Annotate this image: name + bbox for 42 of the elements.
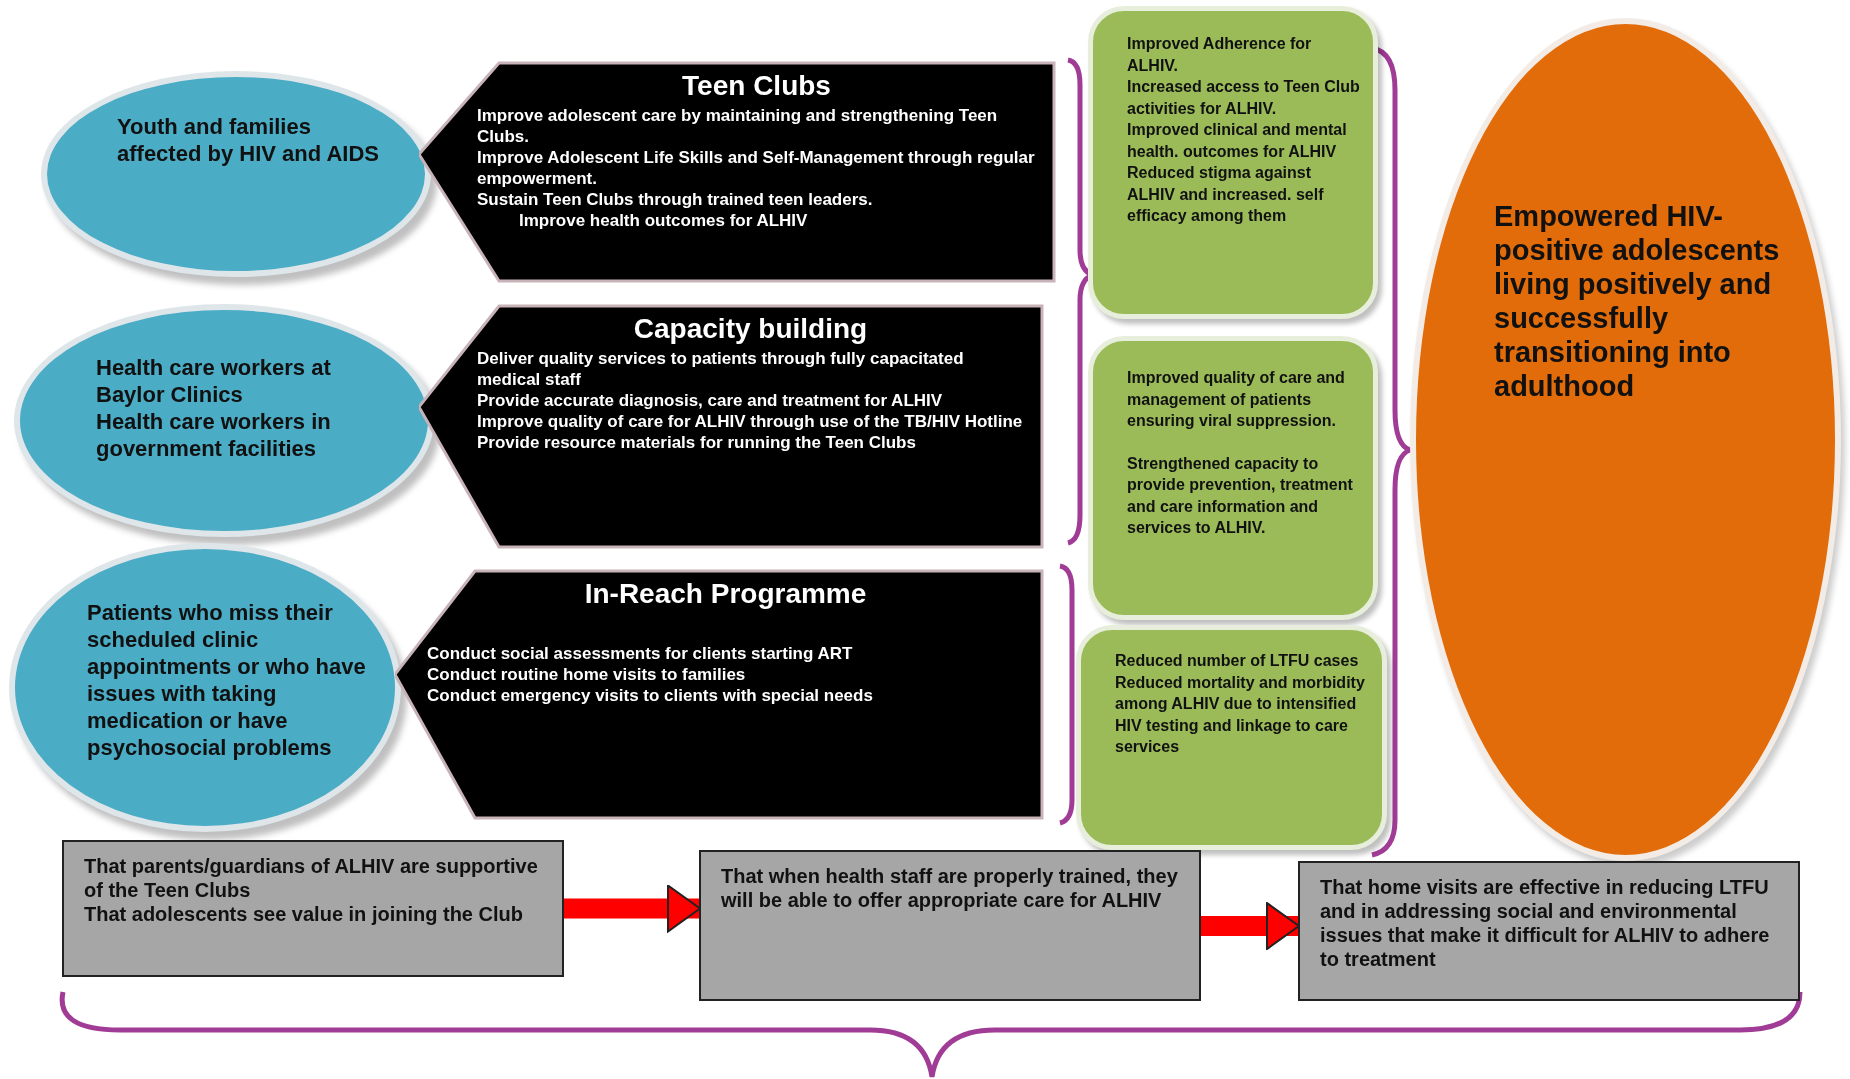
ellipse-text: Patients who miss their scheduled clinic appointments or who have issues with taking medication or have psychosocial problems (87, 599, 367, 761)
activity-arrow-box (395, 569, 1044, 820)
outcome-box (1088, 336, 1378, 620)
activity-title: In-Reach Programme (584, 577, 867, 611)
activity-text: Improve quality of care for ALHIV through use of the TB/HIV Hotline (477, 411, 1024, 432)
outcome-text: Improved clinical and mental health. outcomes for ALHIV (1127, 120, 1348, 162)
activity-text: Improve adolescent care by maintaining and strengthening Teen Clubs. (477, 105, 999, 147)
activity-text: Conduct routine home visits to families (427, 664, 747, 685)
activity-text: Deliver quality services to patients through fully capacitated medical staff (477, 348, 965, 390)
activity-text: Provide accurate diagnosis, care and treatment for ALHIV (477, 390, 944, 411)
ellipse-text: Health care workers at Baylor Clinics (96, 354, 332, 408)
activity-text: Conduct social assessments for clients starting ART (427, 643, 854, 664)
outcome-text: Improved quality of care and management of patients ensuring viral suppression. (1127, 368, 1346, 431)
activity-text: Conduct emergency visits to clients with special needs (427, 685, 874, 706)
assumption-text: That parents/guardians of ALHIV are supportive of the Teen Clubs (84, 854, 539, 902)
outcome-box (1088, 6, 1378, 319)
arrow (1201, 902, 1300, 950)
activity-text: Improve health outcomes for ALHIV (518, 210, 809, 231)
outcome-text: Reduced number of LTFU cases (1115, 651, 1360, 671)
activity-arrow-box (419, 304, 1044, 549)
outcome-text: Reduced stigma against ALHIV and increased. self efficacy among them (1127, 163, 1325, 226)
assumption-box (699, 850, 1201, 1001)
assumption-box (62, 840, 564, 977)
assumption-text: That home visits are effective in reducing LTFU and in addressing social and environmental issues that make it difficult for ALHIV to adhere to treatment (1320, 875, 1771, 971)
outcome-text: Strengthened capacity to provide prevention, treatment and care information and services to ALHIV. (1127, 453, 1354, 538)
outcome-text: Improved Adherence for ALHIV. (1127, 34, 1313, 76)
assumption-box (1298, 861, 1800, 1001)
activity-title: Teen Clubs (682, 69, 831, 103)
activity-text: Sustain Teen Clubs through trained teen leaders. (477, 189, 874, 210)
activity-title: Capacity building (633, 312, 868, 346)
outcome-text: Increased access to Teen Club activities for ALHIV. (1127, 77, 1361, 119)
outcome-box (1076, 625, 1387, 850)
ellipse-text: Youth and families affected by HIV and AIDS (117, 113, 380, 167)
outcome-text: Reduced mortality and morbidity among ALHIV due to intensified HIV testing and linkage to care services (1115, 672, 1366, 757)
activity-text: Provide resource materials for running the Teen Clubs (477, 432, 917, 453)
activity-text: Improve Adolescent Life Skills and Self-Management through regular empowerment. (477, 147, 1036, 189)
assumption-text: That when health staff are properly trained, they will be able to offer appropriate care for ALHIV (721, 864, 1179, 912)
assumption-text: That adolescents see value in joining the Club (84, 902, 524, 926)
impact-text: Empowered HIV-positive adolescents living positively and successfully transitioning into adulthood (1494, 199, 1781, 403)
activity-arrow-box (419, 61, 1056, 283)
arrow (564, 884, 701, 933)
ellipse-text: Health care workers in government facilities (96, 408, 332, 462)
